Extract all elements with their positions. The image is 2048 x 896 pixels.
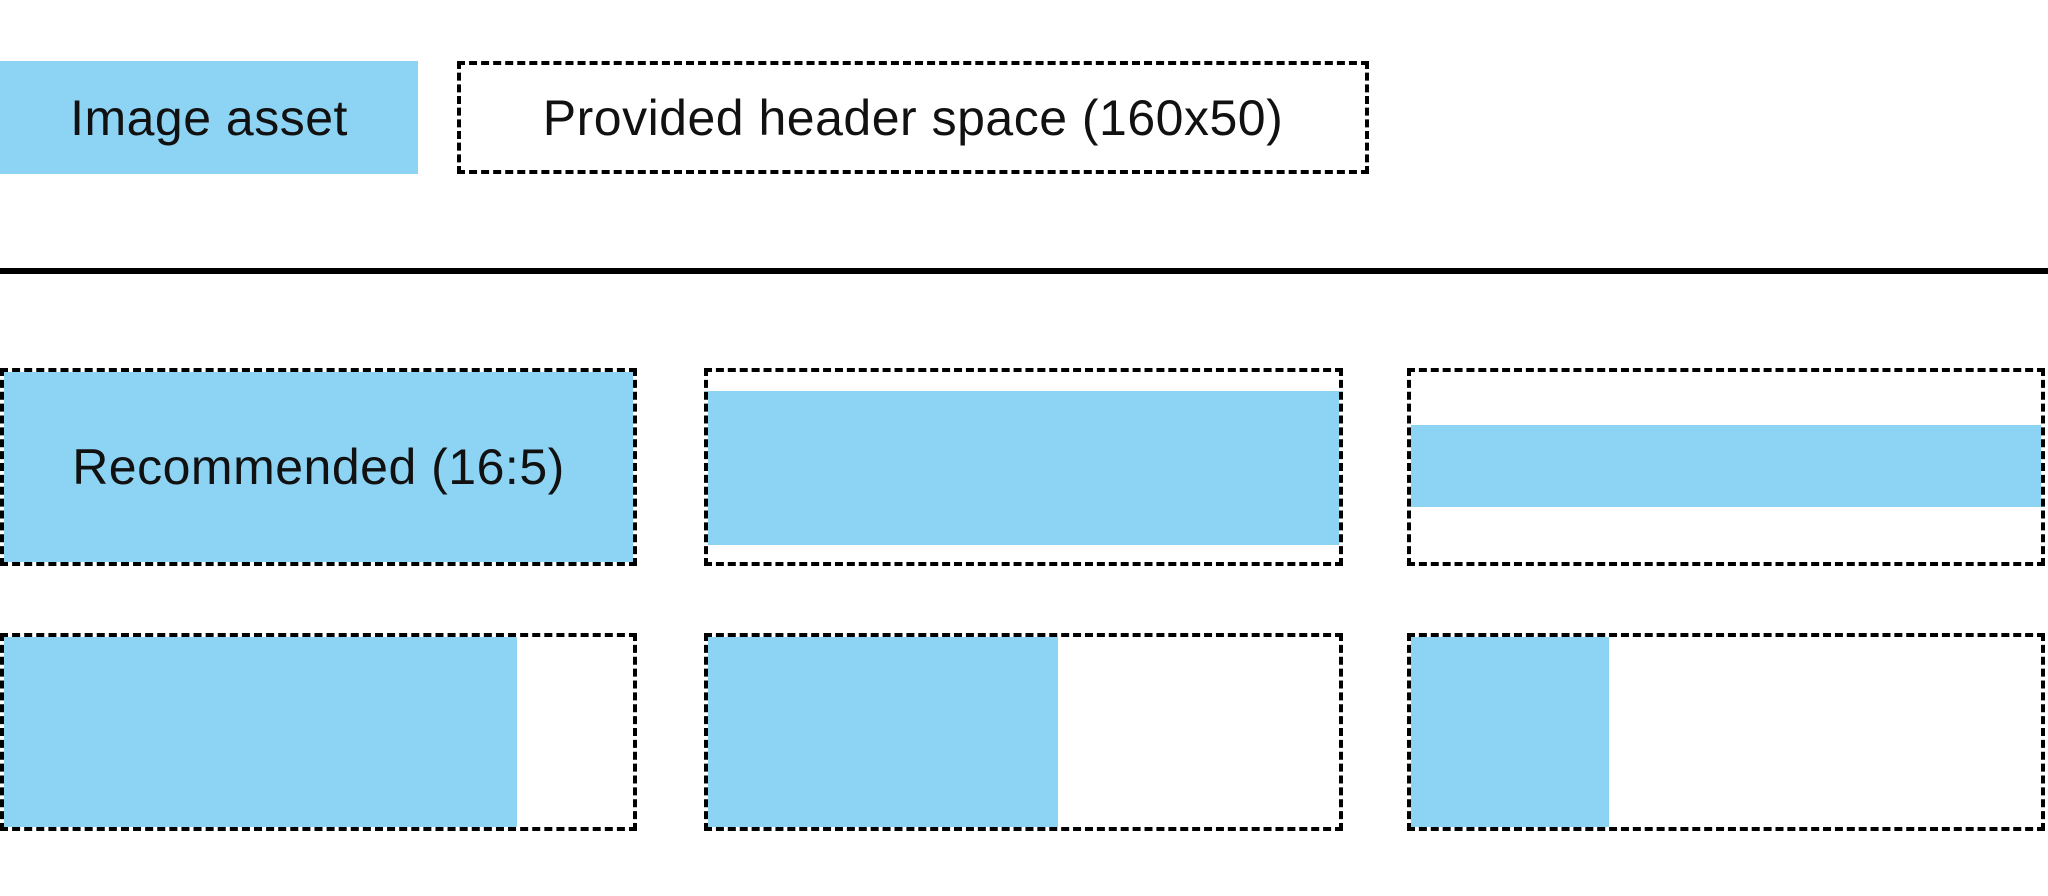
example-box-recommended-16-5: Recommended (16:5) [0, 368, 637, 566]
legend-image-asset-label: Image asset [70, 89, 348, 146]
section-divider [0, 268, 2048, 274]
legend-header-space-box: Provided header space (160x50) [457, 61, 1369, 174]
image-asset-fill [1411, 425, 2041, 507]
example-box-narrower-small [1407, 633, 2045, 831]
image-asset-fill [708, 637, 1059, 827]
image-asset-fill [4, 372, 633, 562]
image-asset-fill [4, 637, 517, 827]
legend-header-space-label: Provided header space (160x50) [542, 89, 1284, 146]
image-asset-fill [708, 391, 1339, 545]
example-box-narrower-large [0, 633, 637, 831]
example-box-narrower-medium [704, 633, 1343, 831]
legend-image-asset-swatch: Image asset [0, 61, 418, 174]
image-asset-fill [1411, 637, 1610, 827]
example-box-wider-small-letterbox [704, 368, 1343, 566]
recommended-label: Recommended (16:5) [72, 439, 565, 495]
example-box-much-wider-strip [1407, 368, 2045, 566]
